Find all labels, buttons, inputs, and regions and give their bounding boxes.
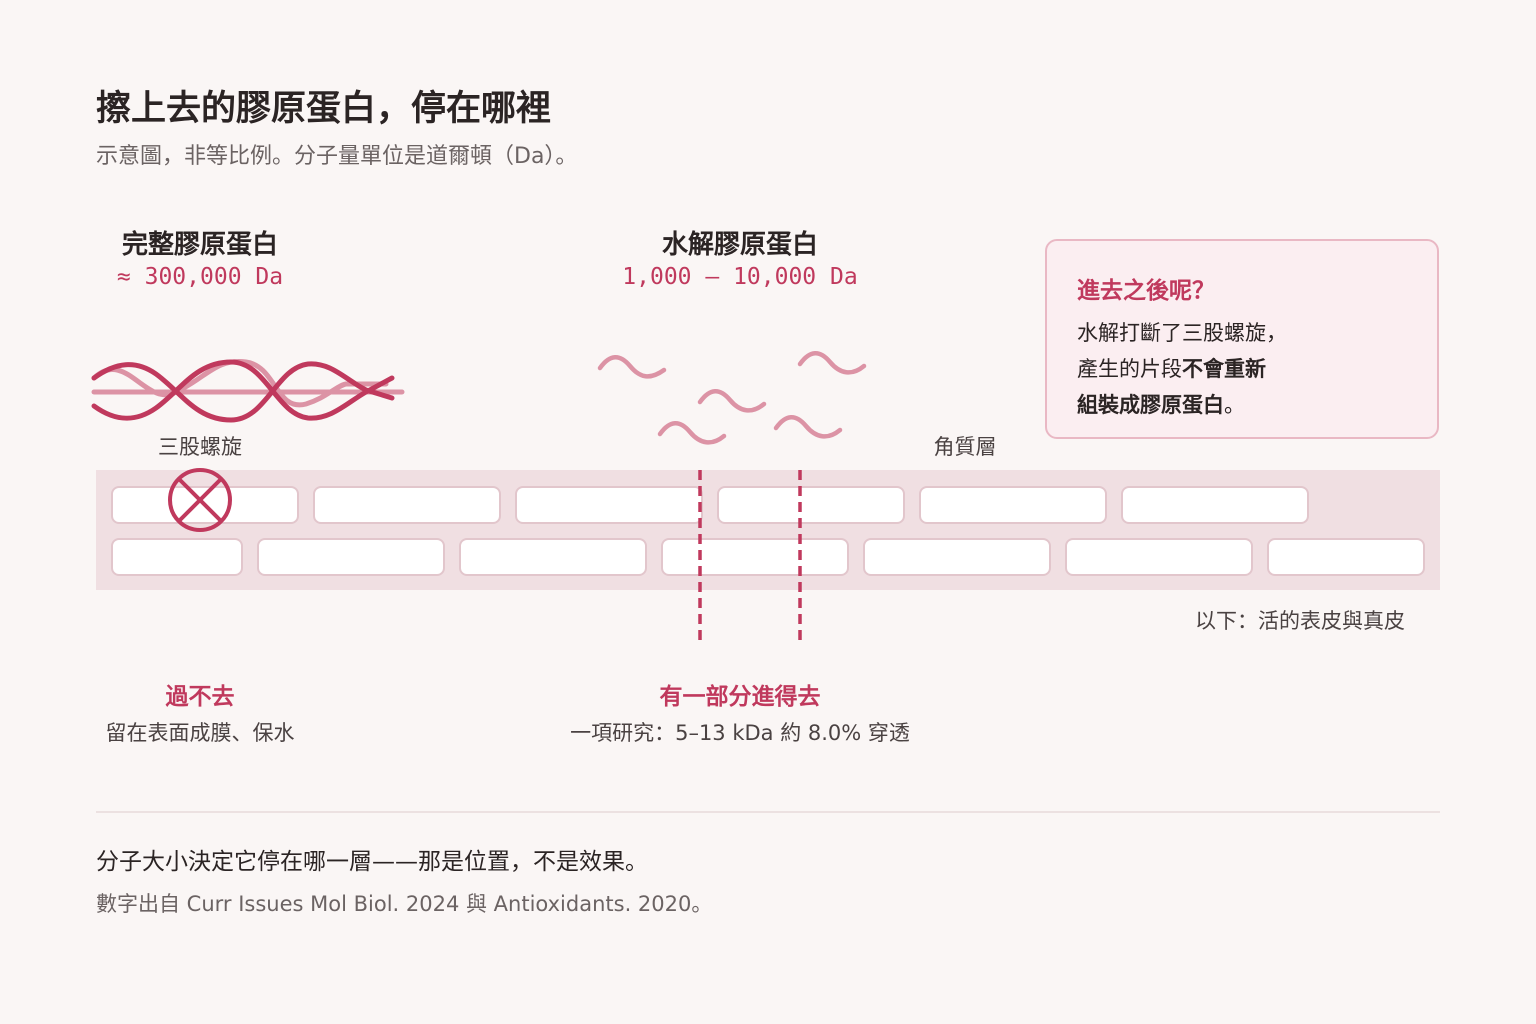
skin-cell (661, 538, 849, 576)
intact-collagen-heading: 完整膠原蛋白 (121, 230, 279, 260)
hydrolyzed-result-detail: 一項研究：5–13 kDa 約 8.0% 穿透 (570, 721, 910, 745)
callout-title: 進去之後呢？ (1077, 278, 1215, 304)
helix-strand-light (91, 358, 389, 408)
triple-helix-icon (91, 358, 405, 423)
callout-line-2-plain: 產生的片段 (1077, 357, 1182, 381)
skin-cell (1267, 538, 1425, 576)
skin-cell (919, 486, 1107, 524)
callout-line-3-plain: 。 (1224, 393, 1245, 417)
hydrolyzed-collagen-heading: 水解膠原蛋白 (661, 230, 819, 260)
peptide-fragments-icon (597, 351, 867, 445)
conclusion-text: 分子大小決定它停在哪一層——那是位置，不是效果。 (96, 849, 648, 875)
skin-cell (257, 538, 445, 576)
fragment-1 (597, 355, 667, 379)
page-title: 擦上去的膠原蛋白，停在哪裡 (96, 89, 552, 129)
callout-box: 進去之後呢？ 水解打斷了三股螺旋， 產生的片段不會重新 組裝成膠原蛋白。 (1045, 239, 1439, 439)
skin-cell (717, 486, 905, 524)
callout-line-3: 組裝成膠原蛋白。 (1077, 389, 1245, 419)
hydrolyzed-collagen-size: 1,000 – 10,000 Da (622, 264, 858, 290)
callout-line-1: 水解打斷了三股螺旋， (1077, 321, 1287, 345)
fragment-5 (773, 415, 843, 439)
living-skin-label: 以下：活的表皮與真皮 (1195, 609, 1405, 633)
triple-helix-label: 三股螺旋 (158, 435, 242, 459)
penetration-path-lines (698, 470, 802, 640)
skin-cell (1121, 486, 1309, 524)
skin-cell (111, 538, 243, 576)
page-subtitle: 示意圖，非等比例。分子量單位是道爾頓（Da）。 (96, 144, 578, 169)
footer-divider (96, 811, 1440, 813)
skin-cell (313, 486, 501, 524)
callout-line-3-bold: 組裝成膠原蛋白 (1077, 393, 1224, 417)
callout-line-2: 產生的片段不會重新 (1077, 353, 1266, 383)
fragment-2 (797, 351, 867, 375)
callout-line-2-bold: 不會重新 (1182, 357, 1266, 381)
blocked-x-icon (168, 468, 232, 532)
intact-collagen-size: ≈ 300,000 Da (116, 264, 284, 290)
helix-strand-dark-2 (91, 359, 395, 421)
source-citation: 數字出自 Curr Issues Mol Biol. 2024 與 Antiox… (96, 892, 713, 916)
hydrolyzed-result-heading: 有一部分進得去 (659, 684, 821, 710)
fragment-3 (697, 389, 767, 413)
skin-cell (863, 538, 1051, 576)
helix-strand-dark-1 (91, 361, 395, 423)
stratum-corneum-band (96, 470, 1440, 590)
skin-cell (1065, 538, 1253, 576)
stratum-corneum-label: 角質層 (933, 435, 997, 459)
skin-cell (459, 538, 647, 576)
intact-result-heading: 過不去 (165, 684, 235, 710)
fragment-4 (657, 421, 727, 445)
skin-cell (515, 486, 703, 524)
intact-result-detail: 留在表面成膜、保水 (105, 721, 295, 745)
